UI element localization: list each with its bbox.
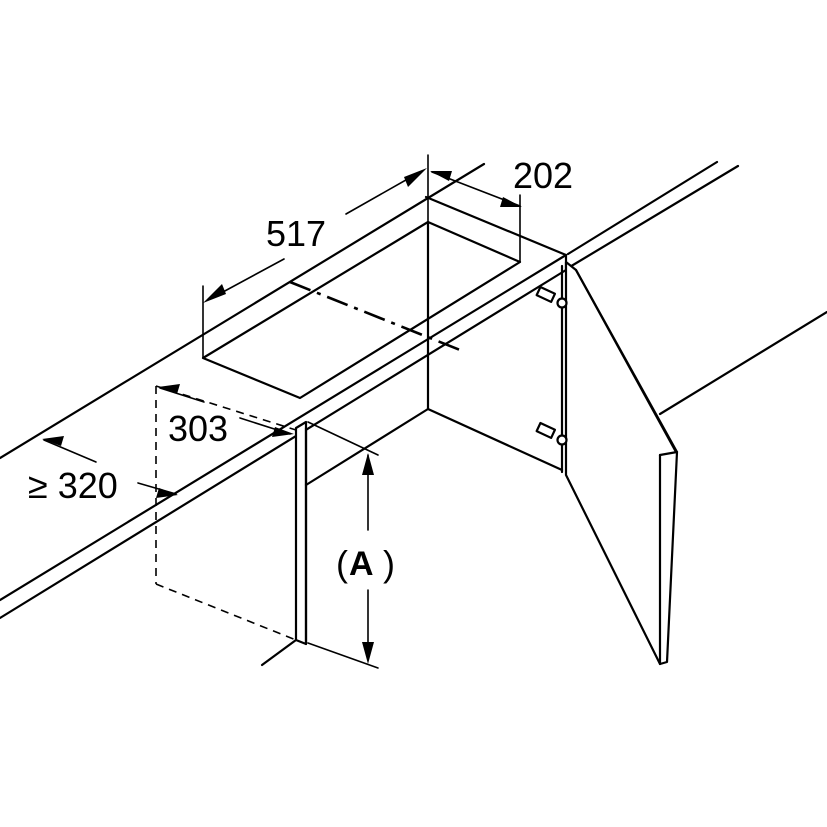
label-303: 303 xyxy=(168,408,228,449)
worktop-back-edge-right-2 xyxy=(566,164,740,270)
arrow-A-bottom xyxy=(362,642,374,664)
cutout xyxy=(201,220,522,411)
cabinet xyxy=(260,260,679,667)
dimension-A: ( A ) xyxy=(307,421,395,669)
worktop-front-top-edge xyxy=(0,253,568,602)
arrow-303-right xyxy=(272,427,294,437)
dashed-bottom xyxy=(155,583,297,641)
dim-line-320-a xyxy=(43,439,97,463)
hinge-top xyxy=(535,285,568,309)
worktop-underside-right xyxy=(658,310,827,416)
hinge-bottom xyxy=(535,421,568,446)
cabinet-top-shelf-front xyxy=(304,407,430,487)
dimension-303: 303 xyxy=(158,384,294,449)
arrow-320-left xyxy=(42,436,64,446)
door-top-edge xyxy=(574,268,678,454)
cabinet-floor-back xyxy=(426,407,564,472)
worktop-front-bottom-edge xyxy=(0,268,568,620)
cabinet-base-left xyxy=(260,638,298,667)
label-A-letter: A xyxy=(349,545,374,583)
worktop-back-edge-right-1 xyxy=(566,160,719,256)
cutout-opening xyxy=(201,220,522,400)
arrow-202-right xyxy=(500,197,522,207)
arrow-517-left xyxy=(203,284,226,303)
ext-line-A-bottom xyxy=(307,642,379,669)
label-A-open-paren: ( xyxy=(336,543,348,584)
label-517: 517 xyxy=(266,213,326,254)
dimension-517: 517 xyxy=(202,154,429,359)
dimension-202: 202 xyxy=(430,155,573,263)
dimension-320: ≥ 320 xyxy=(28,436,178,506)
depth-outline xyxy=(155,385,297,641)
worktop-back-edge xyxy=(0,162,486,460)
label-320: ≥ 320 xyxy=(28,465,118,506)
arrow-517-right xyxy=(404,168,427,187)
worktop-surface-edge xyxy=(424,195,568,257)
arrow-A-top xyxy=(362,453,374,475)
worktop xyxy=(0,160,827,620)
door-corner xyxy=(658,450,679,457)
arrow-320-right xyxy=(156,488,178,498)
ext-line-A-top xyxy=(307,421,379,456)
label-202: 202 xyxy=(513,155,573,196)
arrow-303-left xyxy=(158,384,180,394)
dashed-top xyxy=(155,385,297,431)
center-line xyxy=(289,280,461,352)
label-A-close-paren: ) xyxy=(383,543,395,584)
cabinet-left-side xyxy=(294,420,308,646)
arrow-202-left xyxy=(430,171,452,181)
